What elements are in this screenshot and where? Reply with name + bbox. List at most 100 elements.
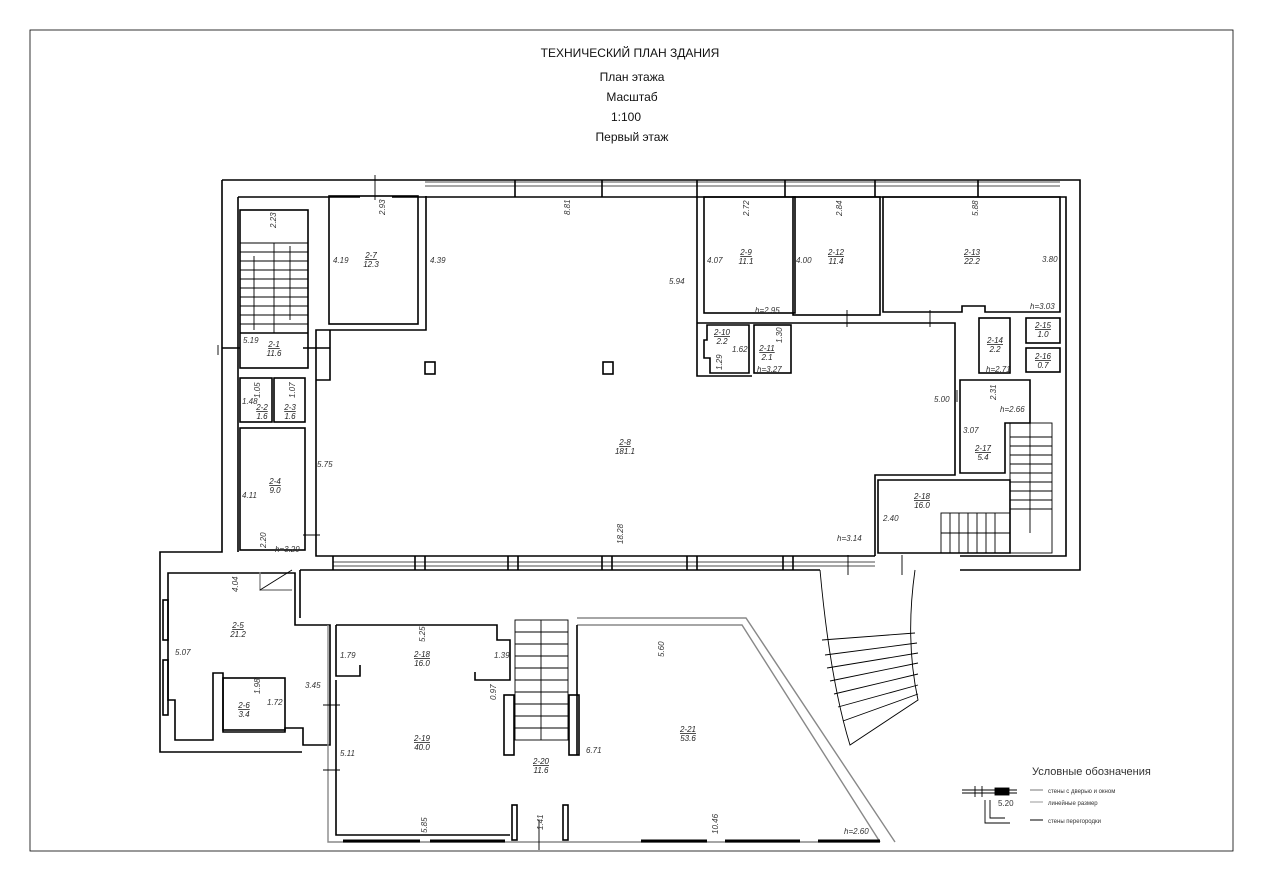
dimension-label: 1.79 [340, 651, 356, 660]
dimension-label: h=3.27 [757, 365, 782, 374]
room-area: 181.1 [615, 447, 635, 456]
plan-title: ТЕХНИЧЕСКИЙ ПЛАН ЗДАНИЯ [541, 45, 720, 60]
room-number: 2-6 [237, 701, 250, 710]
room-number: 2-2 [255, 403, 268, 412]
room-area: 2.2 [715, 337, 728, 346]
dimension-label: 1.05 [253, 382, 262, 398]
room-2-4: 2-49.0 [268, 477, 281, 495]
room-2-16: 2-160.7 [1034, 352, 1052, 370]
room-2-15: 2-151.0 [1034, 321, 1052, 339]
dimension-label: 5.88 [971, 200, 980, 216]
dimension-label: 2.31 [989, 384, 998, 401]
room-number: 2-18 [413, 650, 431, 659]
dimension-label: 5.19 [243, 336, 259, 345]
dimension-label: h=2.66 [1000, 405, 1025, 414]
room-number: 2-14 [986, 336, 1004, 345]
spiral-stair [819, 569, 919, 746]
dimension-label: h=2.71 [986, 365, 1011, 374]
room-number: 2-18 [913, 492, 931, 501]
dimension-label: h=3.03 [1030, 302, 1055, 311]
dimension-label: h=3.14 [837, 534, 862, 543]
dimension-label: 1.07 [288, 382, 297, 398]
title-block: ТЕХНИЧЕСКИЙ ПЛАН ЗДАНИЯ План этажа Масшт… [541, 45, 720, 144]
room-number: 2-7 [364, 251, 377, 260]
dimension-label: 4.07 [707, 256, 723, 265]
room-number: 2-3 [283, 403, 296, 412]
room-area: 1.0 [1037, 330, 1049, 339]
dimension-label: 4.11 [242, 491, 257, 500]
room-2-2: 2-21.6 [255, 403, 268, 421]
dimension-label: 4.04 [231, 576, 240, 592]
dimension-label: 5.94 [669, 277, 685, 286]
legend-item-dimension: линейные размер [1048, 800, 1098, 807]
dimension-labels: 2.23 2.93 4.19 4.39 8.81 5.94 5.19 2.72 … [175, 199, 1058, 836]
dimension-label: 1.29 [715, 354, 724, 370]
room-number: 2-20 [532, 757, 550, 766]
room-area: 11.4 [829, 257, 845, 266]
walls [159, 175, 1081, 850]
room-2-14: 2-142.2 [986, 336, 1004, 354]
room-area: 2.2 [988, 345, 1001, 354]
dimension-label: 5.25 [418, 626, 427, 642]
dimension-label: 5.00 [934, 395, 950, 404]
room-number: 2-16 [1034, 352, 1052, 361]
room-number: 2-19 [413, 734, 431, 743]
plan-subtitle: План этажа [600, 70, 665, 84]
dimension-label: 2.93 [378, 199, 387, 216]
dimension-label: 2.84 [835, 200, 844, 217]
room-2-6: 2-63.4 [237, 701, 250, 719]
dimension-label: 0.97 [489, 684, 498, 700]
scale-value: 1:100 [611, 110, 641, 124]
dimension-label: 1.72 [267, 698, 283, 707]
dimension-label: 1.41 [536, 814, 545, 830]
dimension-label: 3.07 [963, 426, 979, 435]
room-area: 9.0 [269, 486, 281, 495]
dimension-label: 3.80 [1042, 255, 1058, 264]
dimension-label: 5.75 [317, 460, 333, 469]
dimension-label: 3.45 [305, 681, 321, 690]
dimension-label: 5.11 [340, 749, 355, 758]
room-2-9: 2-911.1 [739, 248, 754, 266]
dimension-label: 4.00 [796, 256, 812, 265]
dimension-label: 10.46 [711, 813, 720, 834]
room-area: 40.0 [414, 743, 430, 752]
legend-item-partitions: стены перегородки [1048, 819, 1101, 825]
dimension-label: 18.28 [616, 523, 625, 544]
dimension-label: 2.72 [742, 200, 751, 217]
room-number: 2-21 [679, 725, 696, 734]
room-area: 12.3 [363, 260, 379, 269]
dimension-label: 4.39 [430, 256, 446, 265]
room-2-17: 2-175.4 [974, 444, 992, 462]
dimension-label: 2.20 [259, 532, 268, 549]
room-2-1: 2-111.6 [267, 340, 283, 358]
room-number: 2-4 [268, 477, 281, 486]
dimension-label: 5.07 [175, 648, 191, 657]
room-area: 53.6 [680, 734, 696, 743]
room-2-3: 2-31.6 [283, 403, 296, 421]
room-area: 16.0 [414, 659, 430, 668]
room-area: 1.6 [284, 412, 296, 421]
room-labels: 2-111.6 2-21.6 2-31.6 2-49.0 2-521.2 2-6… [229, 248, 1051, 775]
room-2-5: 2-521.2 [229, 621, 246, 639]
dimension-label: 2.40 [882, 514, 899, 523]
scale-label: Масштаб [606, 90, 657, 104]
room-area: 22.2 [963, 257, 980, 266]
legend-sample-dimension: 5.20 [998, 799, 1014, 808]
dimension-label: 8.81 [563, 199, 572, 215]
room-number: 2-17 [974, 444, 992, 453]
dimension-label: h=2.95 [755, 306, 780, 315]
room-number: 2-10 [713, 328, 731, 337]
dimension-label: 1.39 [494, 651, 510, 660]
legend: Условные обозначения 5.20 стены с дверью… [962, 766, 1151, 825]
dimension-label: 1.62 [732, 345, 748, 354]
room-number: 2-12 [827, 248, 845, 257]
room-area: 0.7 [1037, 361, 1049, 370]
